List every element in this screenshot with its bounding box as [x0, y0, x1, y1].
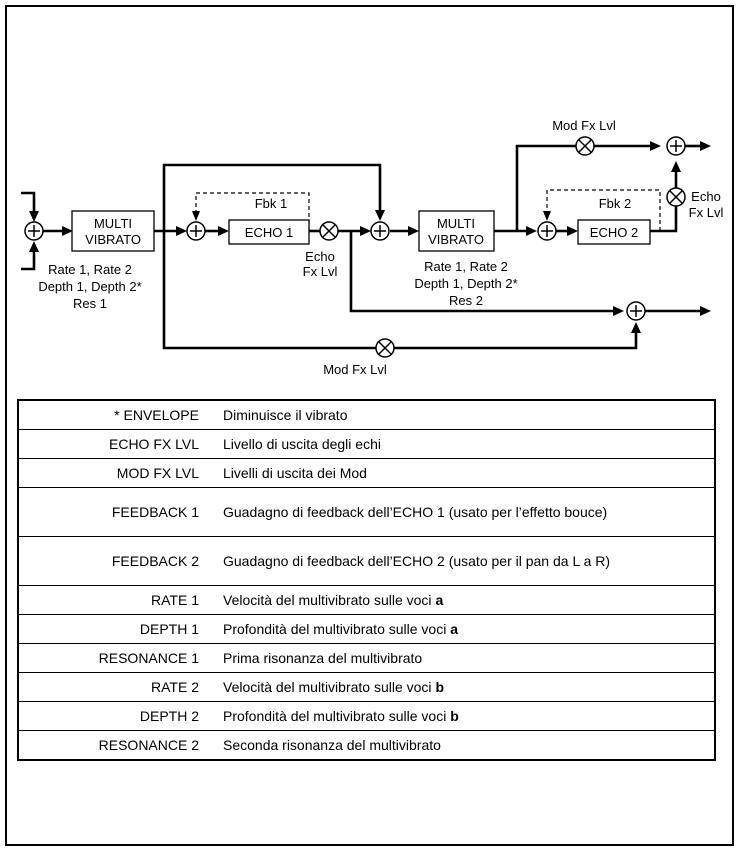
input-sum-node: [24, 221, 44, 241]
legend-key: ECHO FX LVL: [18, 429, 213, 459]
legend-description: Profondità del multivibrato sulle voci b: [213, 701, 715, 731]
figure-frame: [5, 5, 734, 846]
legend-key: RATE 1: [18, 585, 213, 615]
voice-group-marker: a: [435, 591, 444, 608]
legend-row: RESONANCE 2 Seconda risonanza del multiv…: [18, 730, 715, 760]
legend-key: RESONANCE 1: [18, 643, 213, 673]
legend-row: RATE 1 Velocità del multivibrato sulle v…: [18, 585, 715, 615]
legend-description-text: Velocità del multivibrato sulle voci: [223, 678, 436, 695]
legend-description-text: Profondità del multivibrato sulle voci: [223, 620, 451, 637]
feedback-2-label: Fbk 2: [599, 196, 632, 211]
bottom-output-sum-node: [626, 301, 646, 321]
multivibrato-1-params-line3: Res 1: [73, 296, 107, 311]
mod-fx-level-top-node: [575, 136, 595, 156]
echo-2-input-sum-node: [537, 221, 557, 241]
legend-description: Profondità del multivibrato sulle voci a: [213, 614, 715, 644]
multivibrato-1-block: [71, 210, 155, 252]
legend-description: Velocità del multivibrato sulle voci b: [213, 672, 715, 702]
top-output-sum-node: [666, 136, 686, 156]
multivibrato-2-params-line2: Depth 1, Depth 2*: [414, 276, 517, 291]
signal-flow-diagram: MULTI VIBRATO ECHO 1 MULTI VIBRATO ECHO …: [21, 118, 724, 377]
multivibrato-1-params-line1: Rate 1, Rate 2: [48, 262, 132, 277]
legend-key: RESONANCE 2: [18, 730, 213, 760]
echo-1-label: ECHO 1: [245, 225, 293, 240]
multivibrato-2-label-line2: VIBRATO: [428, 232, 484, 247]
parameter-legend-table: * ENVELOPE Diminuisce il vibrato ECHO FX…: [17, 399, 716, 761]
legend-row: * ENVELOPE Diminuisce il vibrato: [18, 400, 715, 430]
legend-row: ECHO FX LVL Livello di uscita degli echi: [18, 429, 715, 459]
legend-key: FEEDBACK 2: [18, 536, 213, 586]
legend-row: DEPTH 1 Profondità del multivibrato sull…: [18, 614, 715, 644]
vibrato-2-input-sum-node: [370, 221, 390, 241]
voice-group-marker: b: [435, 678, 444, 695]
legend-description: Diminuisce il vibrato: [223, 406, 348, 423]
multivibrato-2-block: [418, 210, 495, 252]
legend-description: Seconda risonanza del multivibrato: [213, 730, 715, 760]
legend-row: DEPTH 2 Profondità del multivibrato sull…: [18, 701, 715, 731]
multivibrato-1-label-line1: MULTI: [94, 216, 132, 231]
legend-key: DEPTH 2: [18, 701, 213, 731]
voice-group-marker: a: [450, 620, 459, 637]
legend-row: FEEDBACK 2 Guadagno di feedback dell’ECH…: [18, 536, 715, 586]
mod-fx-level-bottom-node: [375, 338, 395, 358]
legend-row: FEEDBACK 1 Guadagno di feedback dell’ECH…: [18, 487, 715, 537]
echo-2-label: ECHO 2: [590, 225, 638, 240]
legend-key: MOD FX LVL: [18, 458, 213, 488]
legend-key: FEEDBACK 1: [18, 487, 213, 537]
legend-row: RATE 2 Velocità del multivibrato sulle v…: [18, 672, 715, 702]
multivibrato-2-label-line1: MULTI: [437, 216, 475, 231]
legend-description: Velocità del multivibrato sulle voci a: [213, 585, 715, 615]
multivibrato-1-label-line2: VIBRATO: [85, 232, 141, 247]
legend-key: RATE 2: [18, 672, 213, 702]
echo-1-level-node: [319, 221, 339, 241]
echo-2-block: [577, 219, 651, 245]
echo-2-level-node: [666, 187, 686, 207]
mod-fx-level-bottom-label: Mod Fx Lvl: [323, 362, 387, 377]
legend-description: Guadagno di feedback dell’ECHO 1 (usato …: [213, 487, 715, 537]
legend-row: MOD FX LVL Livelli di uscita dei Mod: [18, 458, 715, 488]
legend-key: DEPTH 1: [18, 614, 213, 644]
echo-2-fx-level-label-line1: Echo: [691, 189, 721, 204]
echo-1-fx-level-label-line1: Echo: [305, 249, 335, 264]
legend-description-text: Profondità del multivibrato sulle voci: [223, 707, 451, 724]
multivibrato-2-params-line1: Rate 1, Rate 2: [424, 259, 508, 274]
legend-description: Prima risonanza del multivibrato: [213, 643, 715, 673]
legend-description: Livelli di uscita dei Mod: [213, 458, 715, 488]
echo-1-input-sum-node: [186, 221, 206, 241]
feedback-1-label: Fbk 1: [255, 196, 288, 211]
legend-description: Livello di uscita degli echi: [213, 429, 715, 459]
legend-key: * ENVELOPE: [114, 406, 199, 423]
mod-fx-level-top-label: Mod Fx Lvl: [552, 118, 616, 133]
voice-group-marker: b: [450, 707, 459, 724]
echo-1-block: [228, 219, 310, 245]
multivibrato-2-params-line3: Res 2: [449, 293, 483, 308]
multivibrato-1-params-line2: Depth 1, Depth 2*: [38, 279, 141, 294]
echo-1-fx-level-label-line2: Fx Lvl: [303, 264, 338, 279]
echo-2-fx-level-label-line2: Fx Lvl: [689, 205, 724, 220]
legend-description: Guadagno di feedback dell’ECHO 2 (usato …: [213, 536, 715, 586]
legend-row: RESONANCE 1 Prima risonanza del multivib…: [18, 643, 715, 673]
legend-description-text: Velocità del multivibrato sulle voci: [223, 591, 436, 608]
